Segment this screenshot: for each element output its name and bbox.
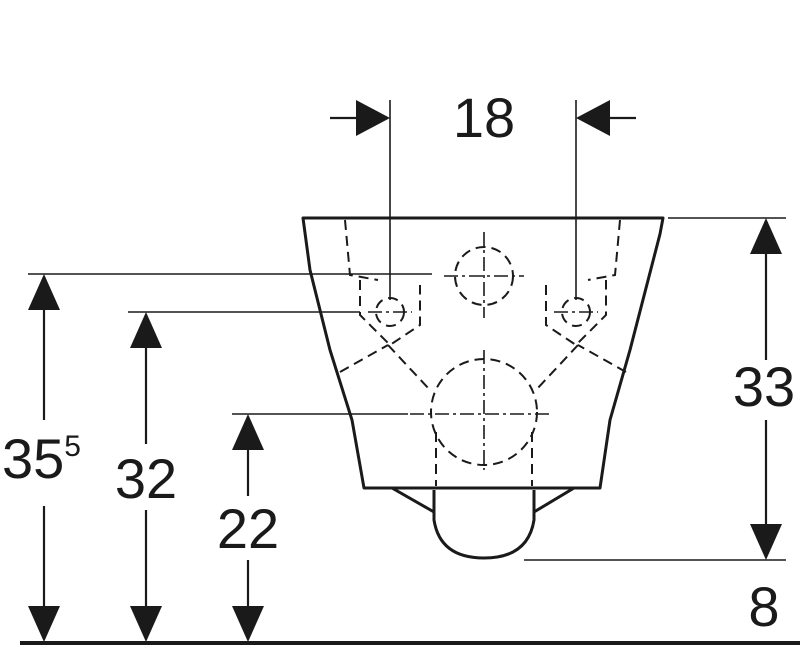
dimension-22: 22 [217,414,279,642]
dimension-label-35: 355 [2,427,81,490]
bowl-outline [301,216,665,560]
dimension-18: 18 [330,86,636,149]
dimension-label-32: 32 [115,447,177,510]
dimension-32: 32 [115,312,177,642]
dimension-8: 8 [748,575,779,638]
center-lines [368,232,598,470]
hidden-lines [339,219,627,486]
dimension-35-5: 355 [2,274,81,642]
extension-lines [28,100,786,561]
dimension-label-33: 33 [733,355,795,418]
dimension-label-8: 8 [748,575,779,638]
dimension-33: 33 [733,218,795,560]
dimension-label-18: 18 [453,86,515,149]
dimension-label-22: 22 [217,497,279,560]
